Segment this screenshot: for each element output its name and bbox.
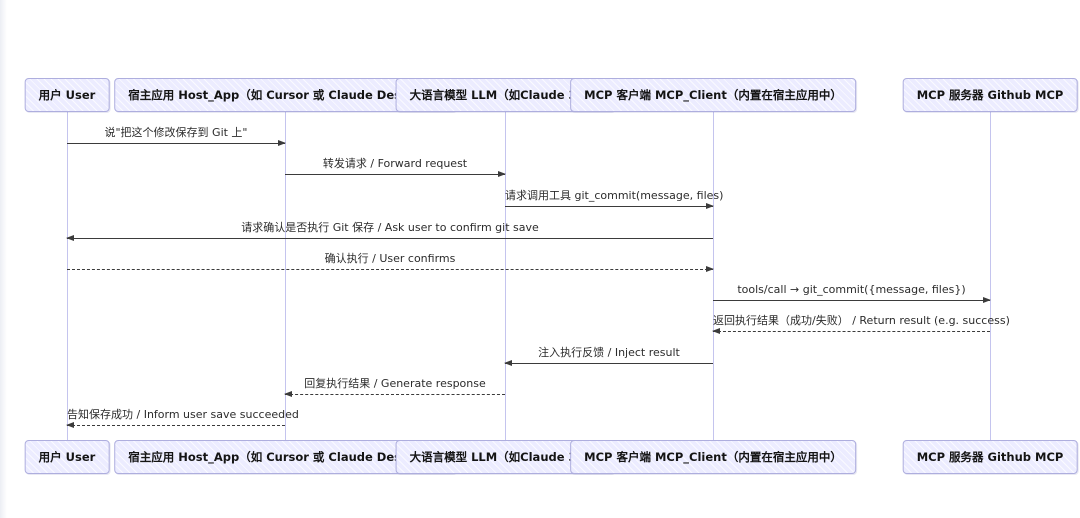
arrowhead-icon	[284, 391, 292, 397]
actor-label: 大语言模型 LLM（如Claude 3.7）	[409, 88, 601, 102]
lifeline-host-app	[285, 112, 286, 440]
actor-label: 用户 User	[38, 88, 96, 102]
message-inject-result: 注入执行反馈 / Inject result	[504, 346, 713, 366]
message-label: 确认执行 / User confirms	[324, 252, 456, 265]
message-label: 请求调用工具 git_commit(message, files)	[505, 189, 724, 202]
message-arrow	[713, 297, 991, 303]
arrowhead-icon	[504, 360, 512, 366]
message-return-result: 返回执行结果（成功/失败） / Return result (e.g. succ…	[712, 314, 1010, 334]
actor-user-bottom: 用户 User	[24, 440, 110, 474]
actor-label: MCP 客户端 MCP_Client（内置在宿主应用中）	[584, 450, 842, 464]
message-label: 注入执行反馈 / Inject result	[538, 346, 680, 359]
message-arrow	[712, 328, 990, 334]
arrowhead-icon	[706, 266, 714, 272]
message-arrow	[504, 360, 713, 366]
message-say-save-to-git: 说"把这个修改保存到 Git 上"	[67, 126, 286, 146]
message-inform-user: 告知保存成功 / Inform user save succeeded	[66, 408, 299, 428]
message-ask-confirm: 请求确认是否执行 Git 保存 / Ask user to confirm gi…	[66, 221, 713, 241]
arrowhead-icon	[983, 297, 991, 303]
actor-mcp-server-top: MCP 服务器 Github MCP	[902, 78, 1078, 112]
message-label: tools/call → git_commit({message, files}…	[737, 283, 966, 296]
message-label: 回复执行结果 / Generate response	[304, 377, 486, 390]
message-arrow	[284, 391, 505, 397]
actor-label: 宿主应用 Host_App（如 Cursor 或 Claude Desktop）	[128, 88, 442, 102]
arrowhead-icon	[498, 171, 506, 177]
actor-label: MCP 服务器 Github MCP	[916, 450, 1064, 464]
lifeline-mcp-client	[713, 112, 714, 440]
arrowhead-icon	[66, 235, 74, 241]
lifeline-mcp-server	[990, 112, 991, 440]
message-arrow	[285, 171, 506, 177]
message-tools-call: tools/call → git_commit({message, files}…	[713, 283, 991, 303]
arrowhead-icon	[278, 140, 286, 146]
message-label: 返回执行结果（成功/失败） / Return result (e.g. succ…	[713, 314, 1010, 327]
actor-user-top: 用户 User	[24, 78, 110, 112]
actor-label: 用户 User	[38, 450, 96, 464]
actor-label: MCP 客户端 MCP_Client（内置在宿主应用中）	[584, 88, 842, 102]
message-arrow	[67, 266, 714, 272]
arrowhead-icon	[66, 422, 74, 428]
message-arrow	[505, 203, 714, 209]
arrowhead-icon	[706, 203, 714, 209]
message-arrow	[66, 422, 285, 428]
actor-mcp-server-bottom: MCP 服务器 Github MCP	[902, 440, 1078, 474]
message-label: 请求确认是否执行 Git 保存 / Ask user to confirm gi…	[241, 221, 539, 234]
message-arrow	[66, 235, 713, 241]
message-arrow	[67, 140, 286, 146]
arrowhead-icon	[712, 328, 720, 334]
message-forward-request: 转发请求 / Forward request	[285, 157, 506, 177]
actor-host-app-top: 宿主应用 Host_App（如 Cursor 或 Claude Desktop）	[114, 78, 456, 112]
actor-label: 大语言模型 LLM（如Claude 3.7）	[409, 450, 601, 464]
actor-label: MCP 服务器 Github MCP	[916, 88, 1064, 102]
message-label: 告知保存成功 / Inform user save succeeded	[67, 408, 299, 421]
message-generate-response: 回复执行结果 / Generate response	[284, 377, 505, 397]
actor-label: 宿主应用 Host_App（如 Cursor 或 Claude Desktop）	[128, 450, 442, 464]
message-user-confirms: 确认执行 / User confirms	[67, 252, 714, 272]
message-request-tool-call: 请求调用工具 git_commit(message, files)	[505, 189, 724, 209]
actor-mcp-client-top: MCP 客户端 MCP_Client（内置在宿主应用中）	[570, 78, 856, 112]
actor-mcp-client-bottom: MCP 客户端 MCP_Client（内置在宿主应用中）	[570, 440, 856, 474]
page-edge	[0, 0, 7, 518]
lifeline-llm	[505, 112, 506, 440]
message-label: 说"把这个修改保存到 Git 上"	[104, 126, 248, 139]
message-label: 转发请求 / Forward request	[322, 157, 468, 170]
lifeline-user	[67, 112, 68, 440]
